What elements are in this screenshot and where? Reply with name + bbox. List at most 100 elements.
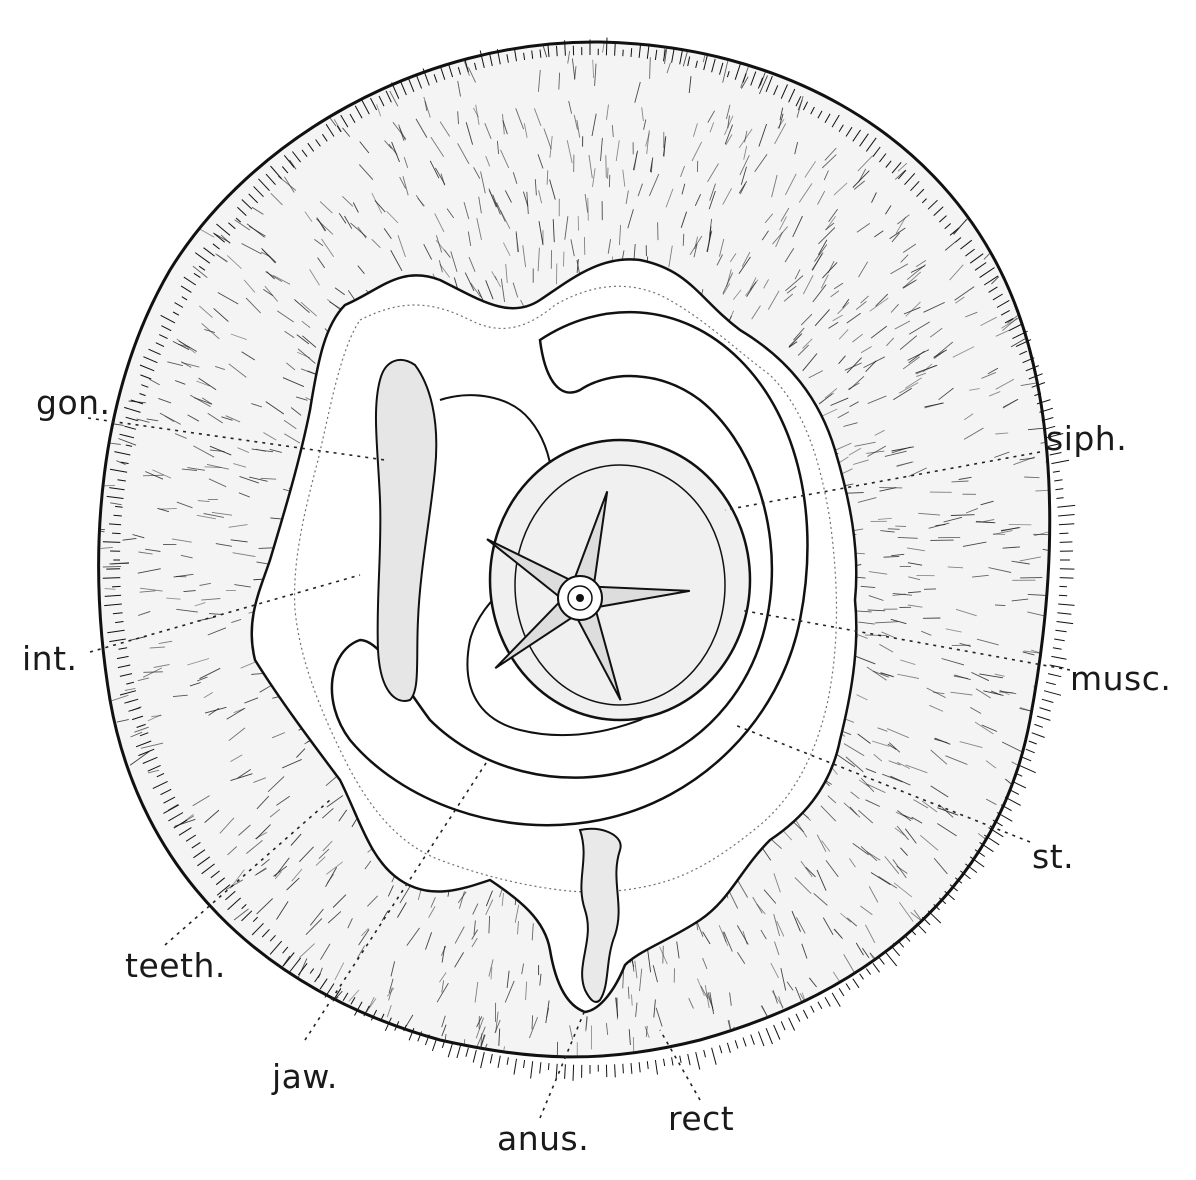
spine-stroke bbox=[884, 856, 900, 875]
rim-spine bbox=[193, 272, 201, 279]
rim-spine bbox=[301, 149, 308, 157]
spine-stroke bbox=[856, 223, 871, 233]
spine-stroke bbox=[276, 901, 289, 920]
spine-stroke bbox=[622, 971, 625, 989]
spine-stroke bbox=[1019, 457, 1035, 461]
spine-stroke bbox=[309, 908, 324, 926]
spine-stroke bbox=[860, 846, 878, 862]
rim-spine bbox=[201, 863, 215, 875]
spine-stroke bbox=[176, 608, 198, 613]
spine-stroke bbox=[159, 412, 181, 425]
labels: gon. int. teeth. jaw. anus. rect st. mus… bbox=[22, 383, 1171, 1158]
spine-stroke bbox=[877, 517, 892, 520]
spine-stroke bbox=[818, 227, 836, 245]
spine-stroke bbox=[296, 748, 306, 758]
spine-stroke bbox=[496, 202, 506, 222]
spine-stroke bbox=[122, 537, 137, 541]
rim-spine bbox=[332, 988, 342, 1002]
spine-stroke bbox=[147, 769, 160, 774]
spine-stroke bbox=[259, 685, 271, 693]
spine-stroke bbox=[302, 335, 317, 348]
rim-spine bbox=[126, 681, 135, 685]
rim-spine bbox=[992, 293, 1003, 301]
spine-stroke bbox=[792, 215, 803, 238]
spine-stroke bbox=[786, 981, 794, 991]
rim-spine bbox=[965, 863, 978, 873]
spine-stroke bbox=[791, 910, 801, 932]
spine-stroke bbox=[840, 912, 852, 923]
rim-spine bbox=[241, 910, 253, 922]
rim-spine bbox=[139, 364, 155, 372]
spine-stroke bbox=[110, 502, 122, 506]
spine-stroke bbox=[502, 114, 505, 135]
spine-stroke bbox=[900, 254, 909, 263]
rim-spine bbox=[687, 1053, 691, 1066]
spine-stroke bbox=[543, 128, 552, 150]
spine-stroke bbox=[397, 902, 407, 918]
rim-spine bbox=[1045, 681, 1056, 686]
rim-spine bbox=[1052, 470, 1060, 473]
rim-spine bbox=[130, 399, 144, 405]
spine-stroke bbox=[908, 350, 925, 364]
rim-spine bbox=[198, 265, 206, 271]
spine-stroke bbox=[823, 170, 829, 181]
spine-stroke bbox=[1027, 593, 1047, 596]
spine-stroke bbox=[866, 666, 887, 681]
spine-stroke bbox=[897, 162, 908, 172]
spine-stroke bbox=[485, 890, 493, 907]
rim-spine bbox=[441, 1040, 446, 1049]
spine-stroke bbox=[255, 448, 266, 453]
spine-stroke bbox=[758, 75, 768, 95]
spine-stroke bbox=[537, 154, 544, 169]
rim-spine bbox=[564, 1064, 566, 1079]
spine-stroke bbox=[304, 211, 313, 223]
spine-stroke bbox=[802, 338, 813, 349]
rim-spine bbox=[969, 253, 984, 264]
spine-stroke bbox=[537, 247, 540, 272]
rim-spine bbox=[1041, 417, 1054, 422]
spine-stroke bbox=[897, 536, 918, 539]
spine-stroke bbox=[774, 123, 787, 145]
rim-spine bbox=[431, 1037, 438, 1052]
spine-stroke bbox=[549, 179, 556, 200]
spine-stroke bbox=[238, 824, 251, 836]
spine-stroke bbox=[246, 840, 263, 854]
rim-spine bbox=[695, 60, 698, 69]
spine-stroke bbox=[104, 588, 116, 590]
spine-stroke bbox=[693, 243, 698, 258]
spine-stroke bbox=[849, 401, 859, 408]
spine-stroke bbox=[253, 777, 267, 783]
rim-spine bbox=[417, 1031, 423, 1042]
spine-stroke bbox=[467, 231, 472, 246]
rim-spine bbox=[408, 1028, 415, 1041]
spine-stroke bbox=[759, 69, 767, 86]
spine-stroke bbox=[284, 176, 295, 193]
spine-stroke bbox=[915, 364, 938, 374]
rim-spine bbox=[464, 57, 469, 73]
spine-stroke bbox=[856, 694, 868, 701]
rim-spine bbox=[872, 146, 881, 158]
rim-spine bbox=[161, 325, 172, 332]
spine-stroke bbox=[655, 1007, 663, 1027]
spine-stroke bbox=[808, 370, 824, 379]
rim-spine bbox=[1057, 612, 1072, 615]
spine-stroke bbox=[898, 382, 919, 394]
spine-stroke bbox=[892, 593, 912, 596]
rim-spine bbox=[1028, 373, 1043, 380]
spine-stroke bbox=[778, 996, 784, 1009]
spine-stroke bbox=[1027, 611, 1047, 617]
rim-spine bbox=[118, 647, 128, 650]
spine-stroke bbox=[356, 945, 366, 959]
spine-stroke bbox=[152, 469, 172, 479]
spine-stroke bbox=[472, 903, 479, 915]
spine-stroke bbox=[665, 188, 674, 208]
rim-spine bbox=[927, 910, 942, 924]
rim-spines bbox=[102, 37, 1076, 1081]
spine-stroke bbox=[566, 140, 573, 164]
rim-spine bbox=[142, 756, 158, 764]
spine-stroke bbox=[634, 960, 638, 979]
rim-spine bbox=[447, 1042, 454, 1058]
spine-stroke bbox=[889, 227, 906, 240]
spine-stroke bbox=[858, 621, 875, 625]
spine-stroke bbox=[818, 239, 828, 256]
